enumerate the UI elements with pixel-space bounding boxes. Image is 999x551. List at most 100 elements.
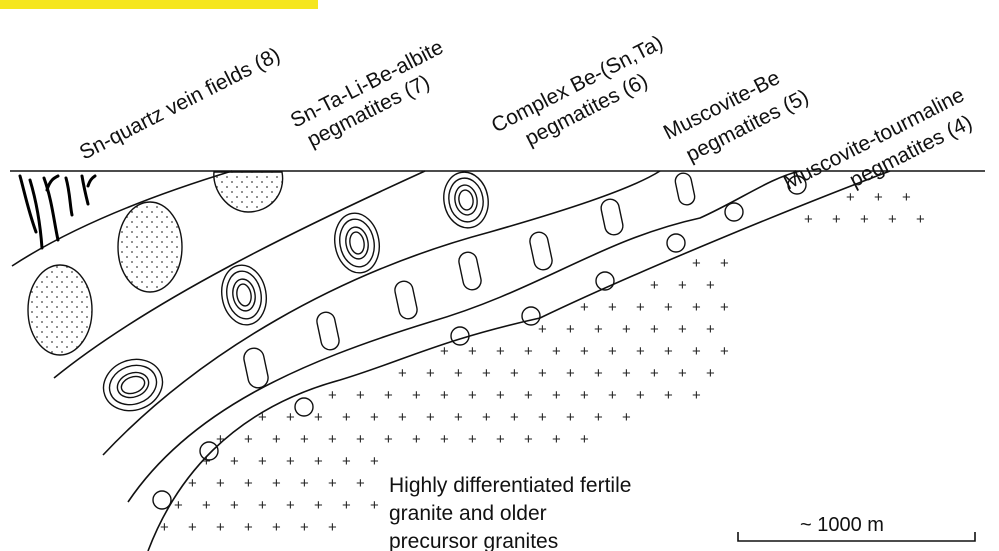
granite-plus-mark: + (622, 409, 631, 426)
boundary-line-4 (128, 171, 800, 502)
granite-label-line-2: granite and older (389, 502, 547, 525)
granite-plus-mark: + (244, 475, 253, 492)
zone-label-7: Sn-Ta-Li-Be-albite pegmatites (7) (287, 36, 459, 155)
granite-plus-mark: + (244, 519, 253, 536)
granite-plus-mark: + (328, 387, 337, 404)
granite-plus-mark: + (580, 299, 589, 316)
granite-plus-mark: + (370, 409, 379, 426)
granite-plus-mark: + (314, 453, 323, 470)
granite-plus-mark: + (440, 387, 449, 404)
granite-plus-mark: + (538, 365, 547, 382)
granite-plus-mark: + (412, 431, 421, 448)
granite-plus-mark: + (328, 519, 337, 536)
granite-plus-mark: + (678, 321, 687, 338)
granite-plus-mark: + (286, 497, 295, 514)
granite-plus-mark: + (902, 189, 911, 206)
granite-plus-mark: + (650, 365, 659, 382)
granite-plus-mark: + (272, 519, 281, 536)
granite-plus-mark: + (426, 409, 435, 426)
granite-plus-mark: + (496, 431, 505, 448)
quartz-veins (20, 176, 95, 248)
granite-plus-mark: + (314, 497, 323, 514)
granite-plus-mark: + (566, 365, 575, 382)
granite-plus-mark: + (230, 453, 239, 470)
granite-plus-mark: + (622, 365, 631, 382)
granite-plus-mark: + (468, 387, 477, 404)
granite-plus-mark: + (636, 299, 645, 316)
granite-plus-mark: + (258, 497, 267, 514)
granite-plus-mark: + (706, 365, 715, 382)
granite-plus-mark: + (496, 387, 505, 404)
zone-label-8-line-1: Sn-quartz vein fields (8) (76, 43, 284, 164)
granite-plus-mark: + (692, 299, 701, 316)
granite-plus-mark: + (622, 321, 631, 338)
granite-plus-mark: + (566, 409, 575, 426)
granite-plus-mark: + (258, 453, 267, 470)
granite-plus-mark: + (356, 431, 365, 448)
granite-plus-mark: + (636, 343, 645, 360)
granite-plus-mark: + (552, 343, 561, 360)
granite-plus-mark: + (342, 453, 351, 470)
granite-plus-mark: + (720, 343, 729, 360)
dotted-pegmatite-bodies (28, 172, 283, 355)
granite-plus-mark: + (692, 343, 701, 360)
granite-plus-mark: + (636, 387, 645, 404)
granite-plus-mark: + (342, 409, 351, 426)
highlight-strip (0, 0, 318, 9)
granite-plus-mark: + (258, 409, 267, 426)
granite-plus-mark: + (384, 431, 393, 448)
granite-plus-mark: + (580, 431, 589, 448)
granite-label-line-3: precursor granites (389, 530, 558, 551)
granite-label-line-1: Highly differentiated fertile (389, 474, 631, 497)
granite-plus-mark: + (594, 365, 603, 382)
granite-plus-mark: + (538, 321, 547, 338)
granite-plus-mark: + (496, 343, 505, 360)
granite-plus-mark: + (342, 497, 351, 514)
granite-plus-mark: + (300, 475, 309, 492)
granite-plus-mark: + (272, 431, 281, 448)
granite-plus-mark: + (720, 299, 729, 316)
granite-plus-mark: + (510, 365, 519, 382)
granite-plus-mark: + (706, 277, 715, 294)
granite-plus-mark: + (664, 299, 673, 316)
granite-plus-mark: + (454, 409, 463, 426)
granite-plus-mark: + (608, 387, 617, 404)
granite-plus-mark: + (706, 321, 715, 338)
granite-plus-mark: + (216, 475, 225, 492)
scale-bar: ~ 1000 m (738, 514, 975, 541)
granite-plus-mark: + (482, 409, 491, 426)
granite-plus-mark: + (440, 431, 449, 448)
granite-plus-mark: + (398, 409, 407, 426)
granite-plus-mark: + (188, 519, 197, 536)
granite-plus-mark: + (524, 431, 533, 448)
granite-plus-mark: + (678, 277, 687, 294)
granite-plus-mark: + (552, 387, 561, 404)
scale-bar-label: ~ 1000 m (800, 514, 884, 536)
circular-pegmatite-bodies (153, 176, 806, 509)
granite-plus-mark: + (482, 365, 491, 382)
granite-plus-mark: + (216, 519, 225, 536)
granite-plus-mark: + (230, 497, 239, 514)
granite-plus-mark: + (426, 365, 435, 382)
granite-plus-mark: + (692, 387, 701, 404)
granite-plus-mark: + (720, 255, 729, 272)
granite-plus-mark: + (608, 299, 617, 316)
granite-plus-mark: + (580, 343, 589, 360)
granite-plus-mark: + (454, 365, 463, 382)
granite-plus-mark: + (272, 475, 281, 492)
granite-plus-mark: + (398, 365, 407, 382)
granite-plus-mark: + (916, 211, 925, 228)
granite-plus-mark: + (594, 321, 603, 338)
granite-plus-mark: + (608, 343, 617, 360)
granite-plus-mark: + (286, 409, 295, 426)
granite-plus-mark: + (328, 431, 337, 448)
granite-plus-mark: + (286, 453, 295, 470)
granite-plus-mark: + (552, 431, 561, 448)
granite-plus-mark: + (314, 409, 323, 426)
granite-plus-mark: + (370, 497, 379, 514)
granite-plus-mark: + (678, 365, 687, 382)
granite-plus-mark: + (412, 387, 421, 404)
granite-plus-mark: + (244, 431, 253, 448)
granite-plus-mark: + (468, 431, 477, 448)
